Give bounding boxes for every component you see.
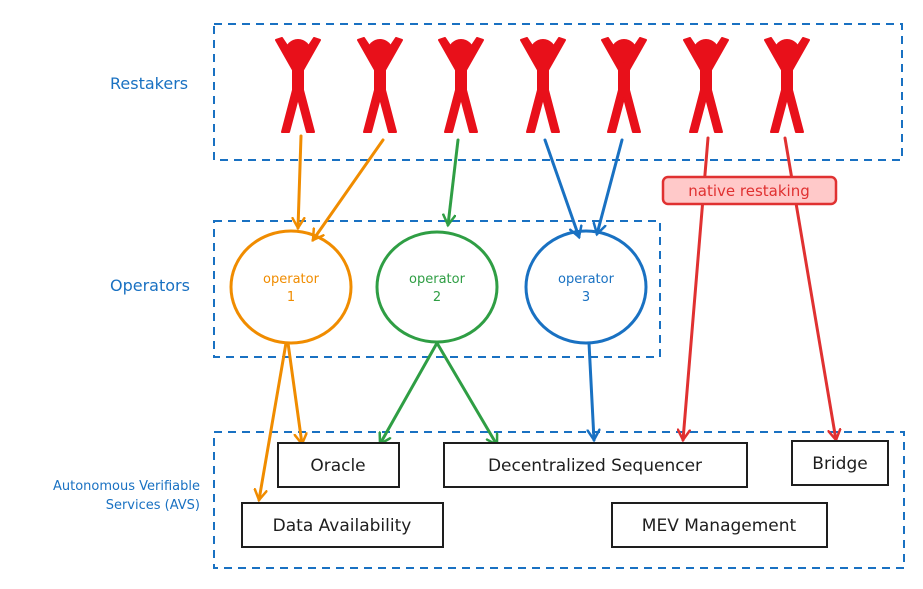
- restakers-container: [213, 23, 903, 161]
- mev-management-box: [611, 502, 828, 548]
- restaker-group: [275, 37, 810, 133]
- arrow-restaker4-operator3: [543, 138, 579, 237]
- arrow-restaker2-operator1: [311, 138, 385, 240]
- arrow-restaker1-operator1: [298, 134, 301, 228]
- operator-3-label: operator: [558, 272, 615, 287]
- operator-1-label: operator: [263, 272, 320, 287]
- operator-2-number: 2: [433, 290, 441, 305]
- operators-container: [213, 220, 661, 358]
- operator-1-circle: [229, 229, 353, 345]
- oracle-box: [277, 442, 400, 488]
- restakers-label: Restakers: [110, 74, 188, 93]
- restaker-person-icon: [764, 37, 810, 133]
- arrow-restaker3-operator2: [448, 138, 460, 225]
- bridge-label: Bridge: [812, 454, 867, 474]
- sequencer-label: Decentralized Sequencer: [488, 456, 702, 476]
- operator-3-number: 3: [582, 290, 590, 305]
- oracle-label: Oracle: [310, 456, 365, 476]
- arrow-restaker5-operator3: [597, 138, 624, 234]
- avs-label-line1: Autonomous Verifiable: [53, 479, 200, 494]
- mev-management-label: MEV Management: [642, 516, 797, 536]
- operator-3-circle: [524, 229, 648, 345]
- restaker-person-icon: [438, 37, 484, 133]
- avs-container: [213, 431, 905, 569]
- operator-1-number: 1: [287, 290, 295, 305]
- bridge-box: [791, 440, 889, 486]
- sequencer-box: [443, 442, 748, 488]
- operator-2-circle: [375, 230, 499, 344]
- operators-label: Operators: [110, 276, 190, 295]
- restaker-person-icon: [357, 37, 403, 133]
- restaker-person-icon: [520, 37, 566, 133]
- data-availability-box: [241, 502, 444, 548]
- native-restaking-label: native restaking: [688, 182, 809, 200]
- restaker-person-icon: [275, 37, 321, 133]
- operator-2-label: operator: [409, 272, 466, 287]
- arrow-operator1-oracle: [286, 341, 302, 444]
- native-restaking-badge: [661, 175, 838, 206]
- arrow-operator3-sequencer: [589, 341, 594, 440]
- restaker-person-icon: [601, 37, 647, 133]
- arrow-operator2-sequencer: [435, 341, 499, 445]
- avs-label-line2: Services (AVS): [106, 498, 200, 513]
- arrow-operator1-data-availability: [259, 341, 288, 500]
- arrow-operator2-oracle: [380, 341, 439, 444]
- data-availability-label: Data Availability: [273, 516, 412, 536]
- restaker-person-icon: [683, 37, 729, 133]
